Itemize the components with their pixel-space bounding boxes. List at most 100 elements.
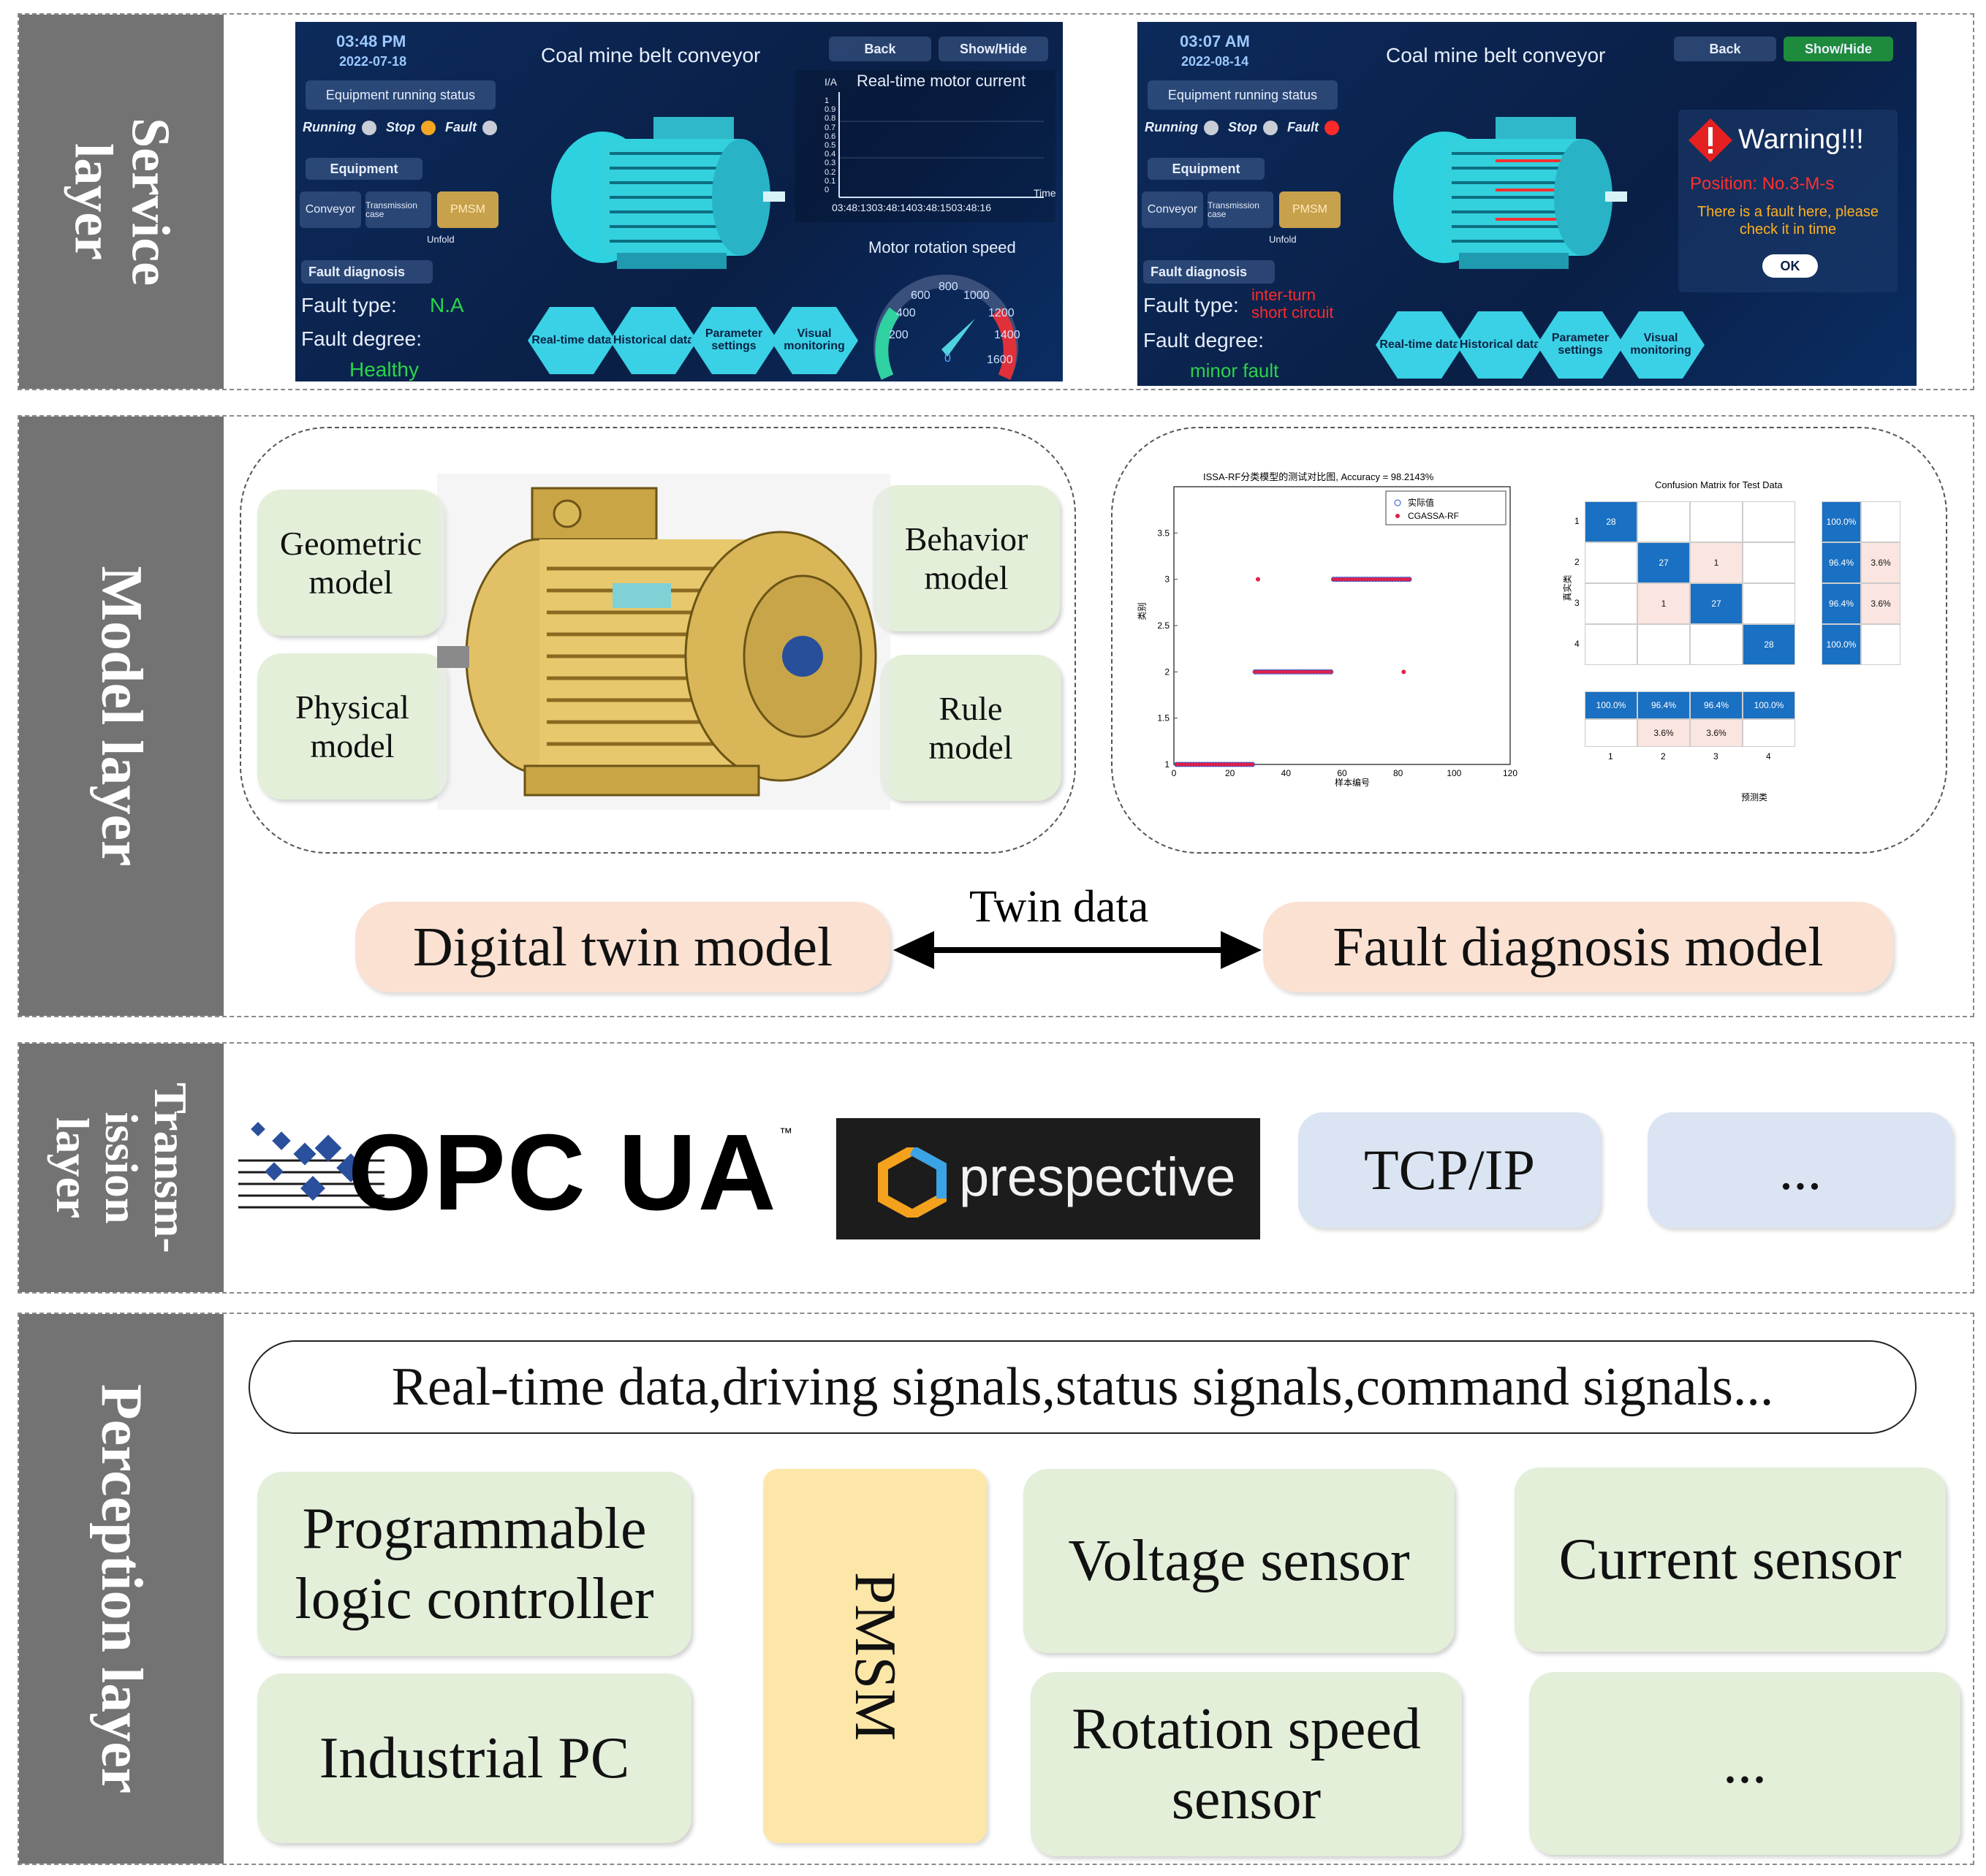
predicted-value-point — [1373, 577, 1378, 582]
y-tick-label: 2 — [1164, 667, 1170, 677]
predicted-value-point — [1219, 762, 1224, 767]
hex-visual-monitoring[interactable]: Visual monitoring — [770, 307, 858, 374]
ytick: 0.9 — [825, 105, 836, 115]
pmsm-button[interactable]: PMSM — [1279, 191, 1341, 228]
confusion-cell — [1690, 624, 1743, 665]
screen-time: 03:07 AM — [1180, 32, 1250, 50]
predicted-value-point — [1264, 669, 1269, 674]
predicted-value-point — [1216, 762, 1221, 767]
predicted-value-point — [1362, 577, 1367, 582]
x-tick-label: 0 — [1172, 768, 1177, 778]
confusion-cell — [1585, 583, 1637, 624]
running-indicator — [361, 121, 376, 136]
screen-time: 03:48 PM — [336, 32, 406, 50]
predicted-value-point — [1186, 762, 1190, 767]
gauge-tick-1000: 1000 — [963, 289, 990, 302]
hex-parameter-settings[interactable]: Parameter settings — [690, 307, 778, 374]
current-time-label: Time — [1034, 187, 1056, 199]
service-layer-label: Service layer — [19, 15, 224, 389]
conveyor-button[interactable]: Conveyor — [300, 191, 361, 228]
hex-historical-data[interactable]: Historical data — [610, 307, 697, 374]
fault-type-value: inter-turn short circuit — [1251, 286, 1334, 322]
unfold-toggle[interactable]: Unfold — [1269, 234, 1297, 245]
gauge-tick-400: 400 — [896, 307, 916, 319]
model-layer-title: Model layer — [89, 566, 154, 867]
stop-indicator — [421, 121, 436, 136]
warning-title: Warning!!! — [1738, 124, 1864, 155]
current-sensor-box: Current sensor — [1515, 1467, 1946, 1652]
unfold-toggle[interactable]: Unfold — [427, 234, 455, 245]
col-summary-wrong: 3.6% — [1690, 719, 1743, 747]
col-summary-correct: 96.4% — [1637, 691, 1690, 719]
transmission-case-button[interactable]: Transmission case — [365, 191, 431, 228]
predicted-value-point — [1239, 762, 1243, 767]
confusion-cell: 28 — [1743, 624, 1795, 665]
transmission-title-line: Transm- — [144, 1082, 197, 1253]
fault-indicator — [482, 121, 498, 136]
hex-realtime-data[interactable]: Real-time data — [1376, 311, 1463, 379]
current-chart-title: Real-time motor current — [857, 72, 1026, 90]
accuracy-chart-panel: ISSA-RF分类模型的测试对比图, Accuracy = 98.2143% 0… — [1137, 469, 1517, 791]
confusion-cell — [1637, 501, 1690, 542]
transmission-case-button[interactable]: Transmission case — [1208, 191, 1273, 228]
predicted-value-point — [1404, 577, 1409, 582]
back-button[interactable]: Back — [829, 37, 931, 61]
pmsm-label: PMSM — [843, 1571, 908, 1741]
perception-layer: Perception layer Real-time data,driving … — [18, 1313, 1974, 1865]
col-summary-correct: 100.0% — [1743, 691, 1795, 719]
predicted-value-point — [1314, 669, 1319, 674]
col-summary-correct: 100.0% — [1585, 691, 1637, 719]
row-summary-wrong: 3.6% — [1861, 542, 1900, 583]
y-tick-label: 1 — [1164, 759, 1170, 770]
back-button[interactable]: Back — [1674, 37, 1776, 61]
transmission-layer-title: Transm- ission layer — [46, 1082, 197, 1253]
predicted-value-point — [1331, 577, 1336, 582]
legend-label: CGASSA-RF — [1408, 511, 1459, 521]
ok-button[interactable]: OK — [1762, 254, 1818, 278]
status-title: Equipment running status — [306, 80, 496, 110]
confusion-cell: 1 — [1690, 542, 1743, 583]
hex-visual-monitoring[interactable]: Visual monitoring — [1617, 311, 1705, 379]
confusion-cell — [1743, 542, 1795, 583]
predicted-value-point — [1180, 762, 1185, 767]
predicted-value-point — [1175, 762, 1179, 767]
pmsm-button[interactable]: PMSM — [437, 191, 499, 228]
predicted-value-point — [1297, 669, 1303, 674]
cm-y-tick-label: 3 — [1574, 598, 1580, 608]
show-hide-button[interactable]: Show/Hide — [939, 37, 1048, 61]
xtick: 03:48:15 — [911, 202, 952, 213]
hex-parameter-settings[interactable]: Parameter settings — [1536, 311, 1624, 379]
hex-historical-data[interactable]: Historical data — [1456, 311, 1544, 379]
predicted-value-point — [1306, 669, 1311, 674]
warning-icon — [1689, 118, 1732, 162]
digital-twin-model-box: Digital twin model — [355, 902, 890, 992]
status-running-label: Running — [303, 120, 356, 134]
cm-x-tick-label: 2 — [1661, 751, 1666, 762]
predicted-value-point — [1295, 669, 1300, 674]
predicted-value-point — [1387, 577, 1392, 582]
predicted-value-point — [1189, 762, 1193, 767]
model-layer: Model layer Geometric model Physical mod… — [18, 415, 1974, 1017]
predicted-value-point — [1382, 577, 1387, 582]
ytick: 0.8 — [825, 114, 836, 124]
predicted-value-point — [1245, 762, 1249, 767]
status-fault-label: Fault — [1287, 120, 1319, 134]
show-hide-button[interactable]: Show/Hide — [1784, 37, 1893, 61]
ytick: 0 — [825, 186, 830, 195]
predicted-value-point — [1281, 669, 1286, 674]
service-layer: Service layer 03:48 PM 2022-07-18 Coal m… — [18, 13, 1974, 390]
transmission-layer: Transm- ission layer OPC UA ™ — [18, 1042, 1974, 1294]
cm-x-tick-label: 3 — [1713, 751, 1718, 762]
conveyor-button[interactable]: Conveyor — [1142, 191, 1203, 228]
row-summary-correct: 100.0% — [1822, 624, 1861, 665]
accuracy-chart-title: ISSA-RF分类模型的测试对比图, Accuracy = 98.2143% — [1203, 471, 1434, 482]
predicted-value-point — [1253, 669, 1257, 674]
hmi-screen-healthy: 03:48 PM 2022-07-18 Coal mine belt conve… — [295, 22, 1063, 381]
predicted-value-point — [1191, 762, 1196, 767]
predicted-value-point — [1292, 669, 1297, 674]
predicted-value-point — [1178, 762, 1182, 767]
predicted-value-point — [1211, 762, 1216, 767]
hex-realtime-data[interactable]: Real-time data — [528, 307, 615, 374]
predicted-value-point — [1312, 669, 1316, 674]
predicted-value-point — [1242, 762, 1246, 767]
